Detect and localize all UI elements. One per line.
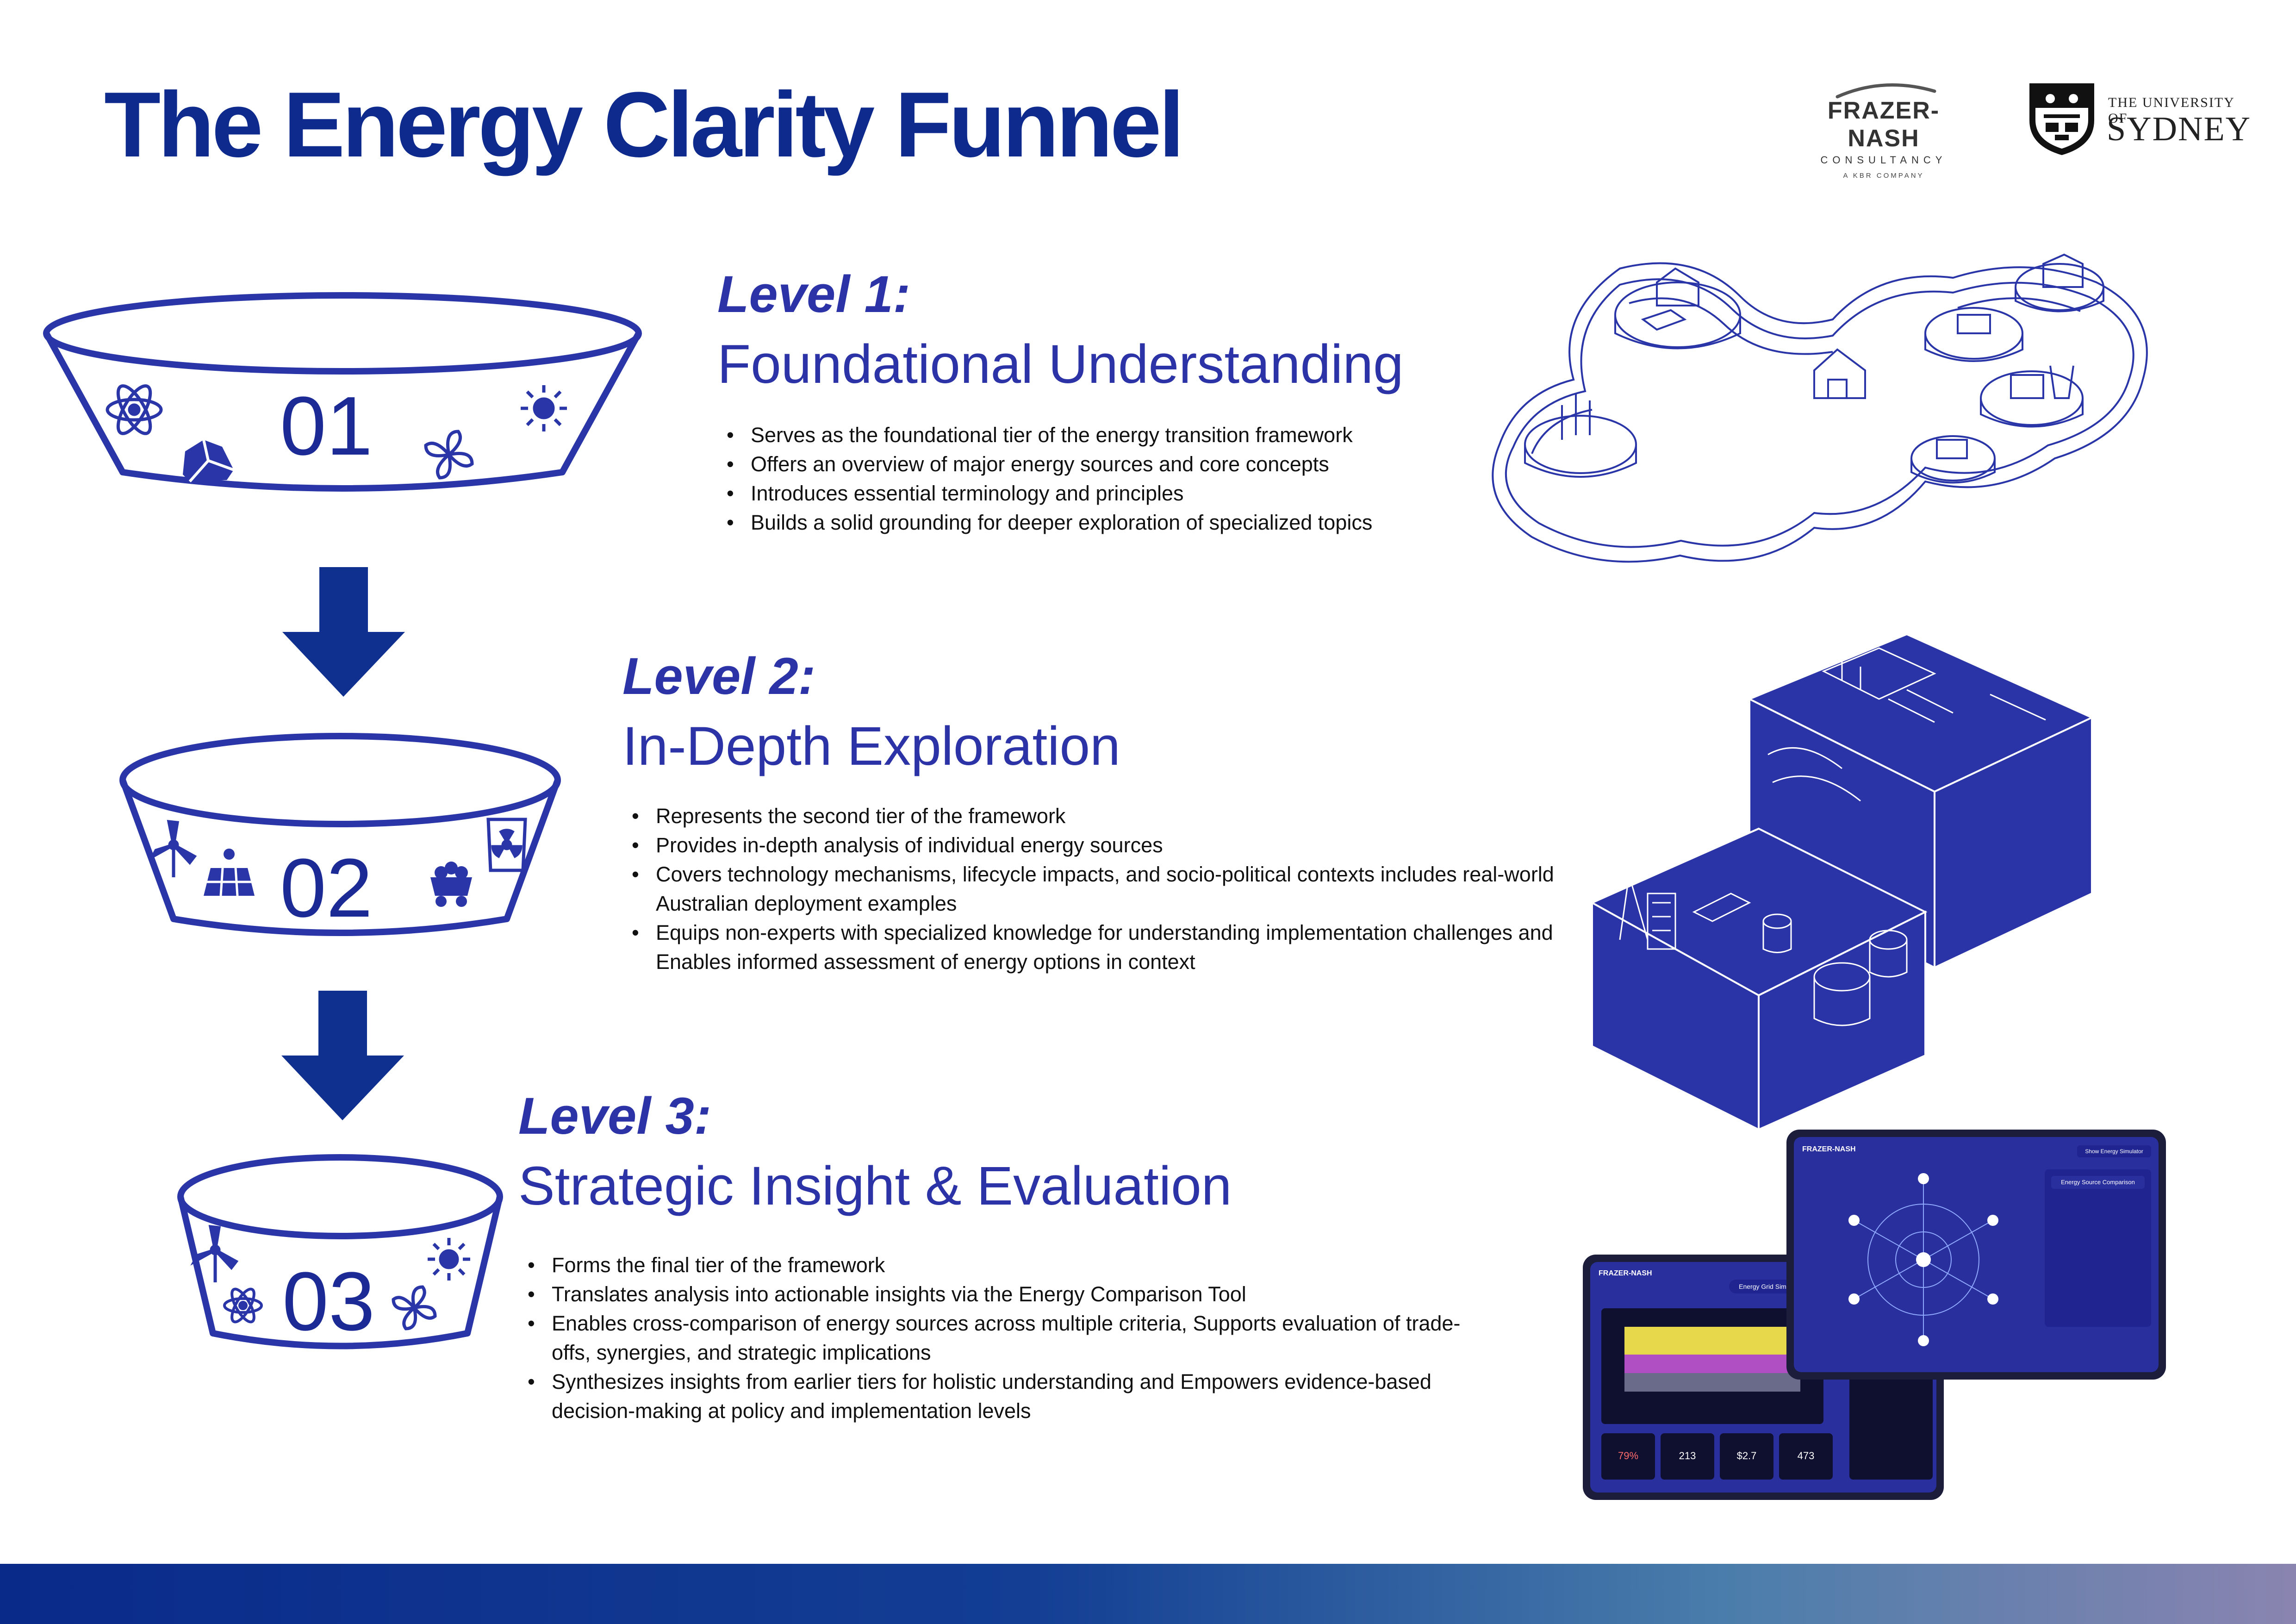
bullet-item: Enables cross-comparison of energy sourc… <box>528 1309 1477 1367</box>
bullet-item: Equips non-experts with specialized know… <box>632 918 1572 976</box>
bullet-item: Offers an overview of major energy sourc… <box>727 450 1504 479</box>
bullet-item: Covers technology mechanisms, lifecycle … <box>632 860 1572 918</box>
tablet-back: FRAZER-NASH Show Energy Simulator Energy… <box>1786 1130 2166 1380</box>
bullet-item: Translates analysis into actionable insi… <box>528 1280 1477 1309</box>
fan-icon <box>424 430 474 480</box>
network-diagram-icon <box>1848 1173 1998 1346</box>
isometric-energy-block-illustration <box>1590 616 2094 1131</box>
bullet-item: Builds a solid grounding for deeper expl… <box>727 508 1504 537</box>
wind-turbine-icon <box>190 1224 239 1282</box>
level-bullets: Forms the final tier of the framework Tr… <box>518 1250 1477 1425</box>
show-simulator-button[interactable]: Show Energy Simulator <box>2077 1145 2151 1157</box>
tier-number: 02 <box>280 842 373 935</box>
frazer-nash-logo: FRAZER-NASH CONSULTANCY A KBR COMPANY <box>1796 81 1972 180</box>
sun-icon <box>521 385 567 431</box>
sun-icon <box>428 1238 470 1280</box>
metrics-row: 79% 213 $2.7 473 <box>1601 1433 1833 1480</box>
energy-island-illustration <box>1492 253 2148 563</box>
frazer-nash-name: FRAZER-NASH <box>1827 97 1940 152</box>
solar-panel-icon <box>204 849 255 896</box>
frazer-nash-tag: A KBR COMPANY <box>1843 172 1924 180</box>
atom-icon <box>106 384 163 435</box>
level-3-section: Level 3: Strategic Insight & Evaluation … <box>518 1090 1481 1425</box>
atom-icon <box>223 1287 263 1324</box>
chart-area-yellow <box>1624 1327 1800 1355</box>
tier-number: 01 <box>280 380 373 473</box>
tablet-front-brand: FRAZER-NASH <box>1599 1269 1652 1277</box>
tablet-back-screen: FRAZER-NASH Show Energy Simulator Energy… <box>1794 1137 2159 1372</box>
wind-turbine-icon <box>149 819 197 877</box>
level-2-section: Level 2: In-Depth Exploration Represents… <box>622 647 1554 976</box>
tablet-back-brand: FRAZER-NASH <box>1802 1145 1856 1153</box>
swoosh-icon <box>1836 83 1936 99</box>
bullet-item: Synthesizes insights from earlier tiers … <box>528 1367 1477 1425</box>
metric-card: 213 <box>1661 1433 1714 1480</box>
usyd-logo: THE UNIVERSITY OF SYDNEY <box>2027 81 2250 160</box>
funnel-tier-2: 02 <box>119 733 561 936</box>
level-subtitle: Strategic Insight & Evaluation <box>518 1156 1232 1217</box>
crest-icon <box>2029 83 2094 155</box>
level-heading: Level 2: <box>622 647 816 705</box>
level-bullets: Represents the second tier of the framew… <box>622 801 1572 976</box>
page-title: The Energy Clarity Funnel <box>104 73 1184 176</box>
bullet-item: Forms the final tier of the framework <box>528 1250 1477 1280</box>
bottom-gradient-bar <box>0 1564 2296 1624</box>
nuclear-barrel-icon <box>486 818 527 872</box>
level-subtitle: In-Depth Exploration <box>622 716 1120 777</box>
level-1-section: Level 1: Foundational Understanding Serv… <box>717 269 1504 537</box>
level-heading: Level 1: <box>717 265 911 323</box>
coal-icon <box>183 439 235 482</box>
funnel-tier-3: 03 <box>177 1154 503 1349</box>
fan-icon <box>392 1285 437 1330</box>
comparison-panel: Energy Source Comparison <box>2045 1169 2151 1327</box>
arrow-down-icon <box>282 567 405 697</box>
funnel-tier-1: 01 <box>43 292 642 492</box>
frazer-nash-sub: CONSULTANCY <box>1820 154 1947 166</box>
bullet-item: Introduces essential terminology and pri… <box>727 479 1504 508</box>
usyd-big-text: SYDNEY <box>2107 110 2252 148</box>
chart-area-gray <box>1624 1373 1800 1392</box>
comparison-panel-title: Energy Source Comparison <box>2051 1176 2145 1189</box>
usyd-small-text: THE UNIVERSITY OF <box>2108 95 2234 126</box>
bullet-item: Provides in-depth analysis of individual… <box>632 831 1572 860</box>
tier-number: 03 <box>282 1255 375 1348</box>
metric-card: 473 <box>1779 1433 1833 1480</box>
coal-cart-icon <box>430 862 472 907</box>
bullet-item: Represents the second tier of the framew… <box>632 801 1572 831</box>
level-bullets: Serves as the foundational tier of the e… <box>717 420 1504 537</box>
level-subtitle: Foundational Understanding <box>717 334 1404 395</box>
level-heading: Level 3: <box>518 1087 712 1145</box>
metric-card: $2.7 <box>1720 1433 1773 1480</box>
bullet-item: Serves as the foundational tier of the e… <box>727 420 1504 450</box>
metric-card: 79% <box>1601 1433 1655 1480</box>
chart-area-purple <box>1624 1355 1800 1373</box>
arrow-down-icon <box>281 991 404 1120</box>
